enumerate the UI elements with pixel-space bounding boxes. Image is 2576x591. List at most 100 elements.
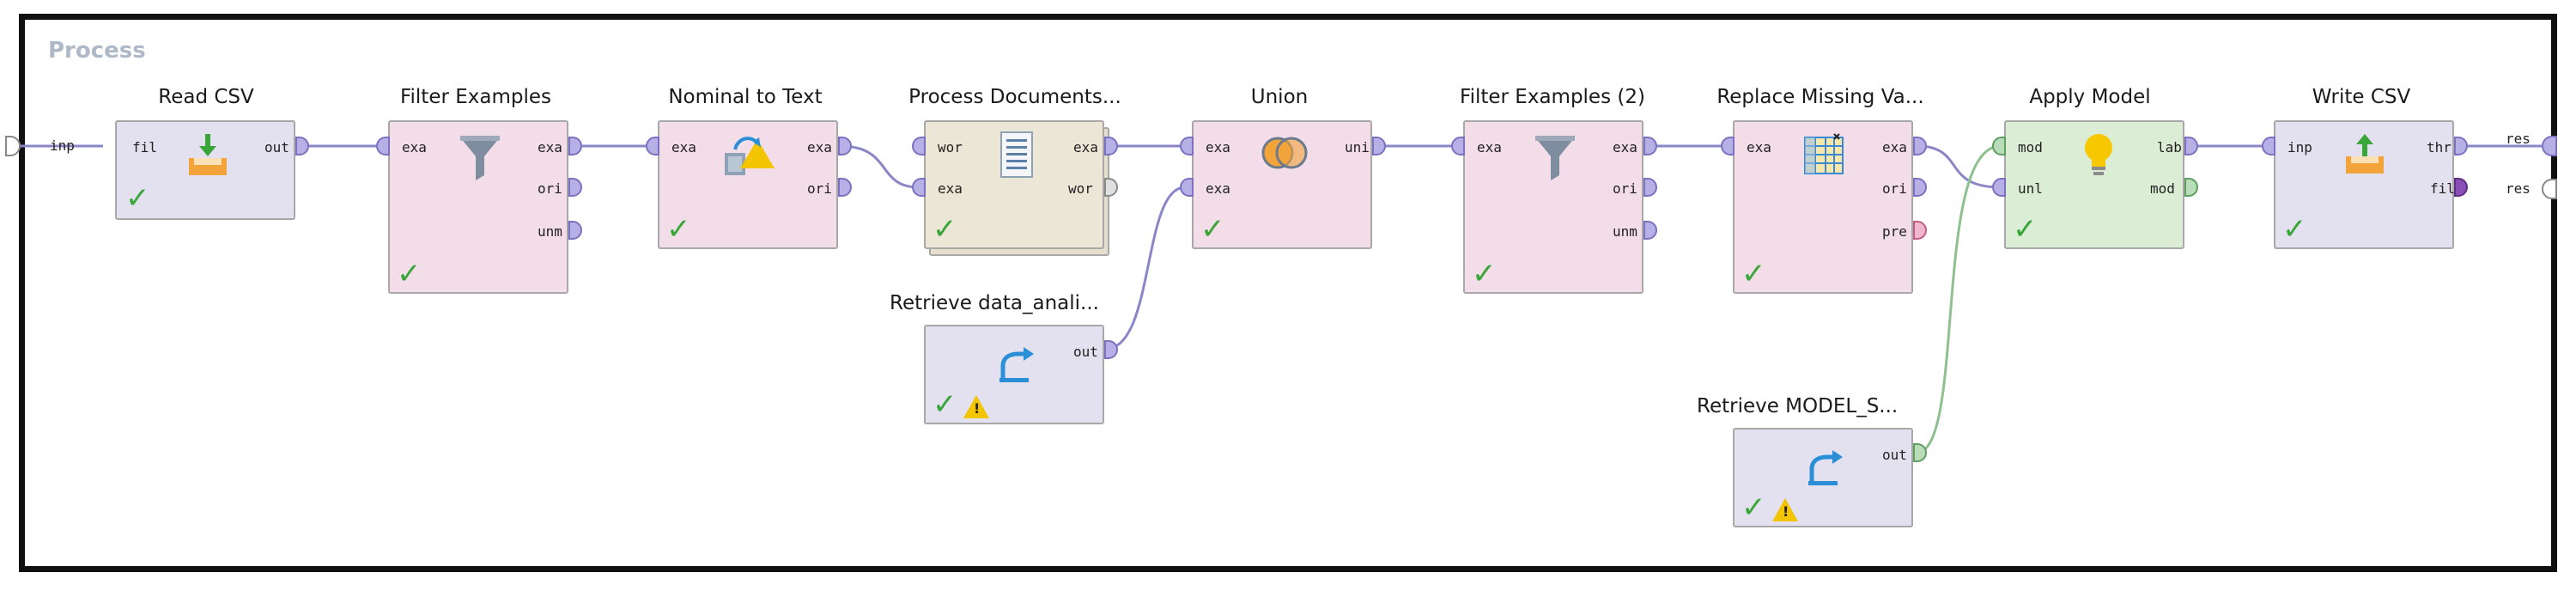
port-label: mod <box>2018 139 2043 155</box>
apply-model-operator[interactable]: mod unl lab mod ✓ <box>2004 120 2184 249</box>
nominal-to-text-out-port-exa[interactable] <box>838 137 852 155</box>
port-label: exa <box>1882 139 1907 155</box>
apply-model-in-port-mod[interactable] <box>1992 137 2006 155</box>
status-ok-icon: ✓ <box>1741 490 1766 525</box>
filter-examples-2-operator[interactable]: exa exa ori unm ✓ <box>1463 120 1643 294</box>
nominal-to-text-out-port-ori[interactable] <box>838 178 852 197</box>
process-output-port-2[interactable] <box>2542 179 2557 199</box>
port-label: out <box>1882 447 1907 463</box>
status-ok-icon: ✓ <box>397 257 422 291</box>
process-output-label-1: res <box>2506 131 2530 147</box>
status-ok-icon: ✓ <box>1200 212 1225 247</box>
retrieve-arrow-icon <box>1808 450 1843 485</box>
write-csv-title: Write CSV <box>2312 86 2411 108</box>
union-in-port-2[interactable] <box>1180 178 1194 197</box>
upload-tray-icon <box>2346 134 2384 174</box>
union-operator[interactable]: exa exa uni ✓ <box>1192 120 1372 249</box>
port-label: exa <box>938 180 963 197</box>
apply-model-out-port-mod[interactable] <box>2184 178 2198 197</box>
filter-examples-title: Filter Examples <box>399 86 552 108</box>
apply-model-out-port-lab[interactable] <box>2184 137 2198 155</box>
replace-missing-out-port-pre[interactable] <box>1913 221 1927 240</box>
filter-examples-out-port-unm[interactable] <box>568 221 582 240</box>
union-out-port[interactable] <box>1372 137 1386 155</box>
port-label: exa <box>402 139 427 155</box>
filter-examples-2-out-port-ori[interactable] <box>1643 178 1657 197</box>
apply-model-in-port-unl[interactable] <box>1992 178 2006 197</box>
port-label: ori <box>1613 180 1637 197</box>
retrieve-data-out-port[interactable] <box>1104 340 1118 359</box>
union-in-port-1[interactable] <box>1180 137 1194 155</box>
process-input-label: inp <box>50 137 75 154</box>
port-label: mod <box>2150 180 2175 197</box>
process-documents-out-port-wor[interactable] <box>1104 178 1118 197</box>
process-documents-title: Process Documents... <box>908 86 1121 108</box>
read-csv-operator[interactable]: fil out ✓ <box>115 120 295 220</box>
replace-missing-out-port-ori[interactable] <box>1913 178 1927 197</box>
process-output-label-2: res <box>2506 180 2530 197</box>
port-label: exa <box>1613 139 1637 155</box>
status-ok-icon: ✓ <box>125 181 150 216</box>
filter-examples-2-out-port-exa[interactable] <box>1643 137 1657 155</box>
venn-icon <box>1261 137 1308 169</box>
process-documents-in-port-wor[interactable] <box>912 137 926 155</box>
process-output-port-1[interactable] <box>2542 136 2557 156</box>
filter-examples-2-out-port-unm[interactable] <box>1643 221 1657 240</box>
process-documents-operator[interactable]: wor exa exa wor ✓ <box>924 120 1104 249</box>
replace-missing-operator[interactable]: exa exa ori pre ✓ <box>1733 120 1913 294</box>
write-csv-operator[interactable]: inp thr fil ✓ <box>2274 120 2455 249</box>
filter-examples-out-port-ori[interactable] <box>568 178 582 197</box>
filter-examples-2-in-port[interactable] <box>1451 137 1465 155</box>
convert-shapes-icon <box>725 137 775 175</box>
process-input-port[interactable] <box>5 136 21 156</box>
process-documents-in-port-exa[interactable] <box>912 178 926 197</box>
nominal-to-text-operator[interactable]: exa exa ori ✓ <box>658 120 838 249</box>
port-label: out <box>264 139 289 155</box>
port-label: fil <box>2430 180 2455 197</box>
replace-missing-out-port-exa[interactable] <box>1913 137 1927 155</box>
port-label: unm <box>538 223 562 240</box>
read-csv-out-port[interactable] <box>295 137 309 155</box>
process-documents-out-port-exa[interactable] <box>1104 137 1118 155</box>
port-label: unm <box>1613 223 1637 240</box>
port-label: lab <box>2157 139 2182 155</box>
apply-model-title: Apply Model <box>2029 86 2151 108</box>
retrieve-model-operator[interactable]: out ✓ ! <box>1733 428 1913 527</box>
write-csv-out-port-fil[interactable] <box>2454 178 2468 197</box>
nominal-to-text-in-port[interactable] <box>646 137 659 155</box>
port-label: exa <box>538 139 562 155</box>
port-label: ori <box>807 180 832 197</box>
port-label: inp <box>2287 139 2312 155</box>
port-label: wor <box>938 139 963 155</box>
retrieve-arrow-icon <box>999 347 1034 382</box>
download-tray-icon <box>189 134 227 175</box>
write-csv-out-port-thr[interactable] <box>2454 137 2468 155</box>
retrieve-model-title: Retrieve MODEL_S... <box>1697 395 1899 417</box>
status-ok-icon: ✓ <box>1472 257 1497 291</box>
filter-examples-out-port-exa[interactable] <box>568 137 582 155</box>
warning-icon: ! <box>963 395 989 418</box>
port-label: exa <box>1477 139 1502 155</box>
retrieve-model-out-port[interactable] <box>1913 443 1927 462</box>
port-label: ori <box>538 180 562 197</box>
port-label: exa <box>1206 139 1230 155</box>
wire-retrieve-to-union <box>1105 186 1186 350</box>
status-ok-icon: ✓ <box>933 387 957 422</box>
filter-examples-in-port[interactable] <box>376 137 390 155</box>
port-label: exa <box>807 139 832 155</box>
status-ok-icon: ✓ <box>2013 212 2038 247</box>
port-label: ori <box>1882 180 1907 197</box>
port-label: exa <box>671 139 696 155</box>
filter-examples-operator[interactable]: exa exa ori unm ✓ <box>388 120 568 294</box>
union-title: Union <box>1250 86 1309 108</box>
port-label: exa <box>1206 180 1230 197</box>
retrieve-data-operator[interactable]: out ✓ ! <box>924 325 1104 424</box>
lightbulb-icon <box>2085 134 2112 175</box>
write-csv-in-port[interactable] <box>2262 137 2275 155</box>
replace-missing-in-port[interactable] <box>1721 137 1735 155</box>
filter-examples-2-title: Filter Examples (2) <box>1460 86 1645 108</box>
retrieve-data-title: Retrieve data_anali... <box>890 292 1099 314</box>
port-label: out <box>1073 344 1098 360</box>
status-ok-icon: ✓ <box>1741 257 1766 291</box>
